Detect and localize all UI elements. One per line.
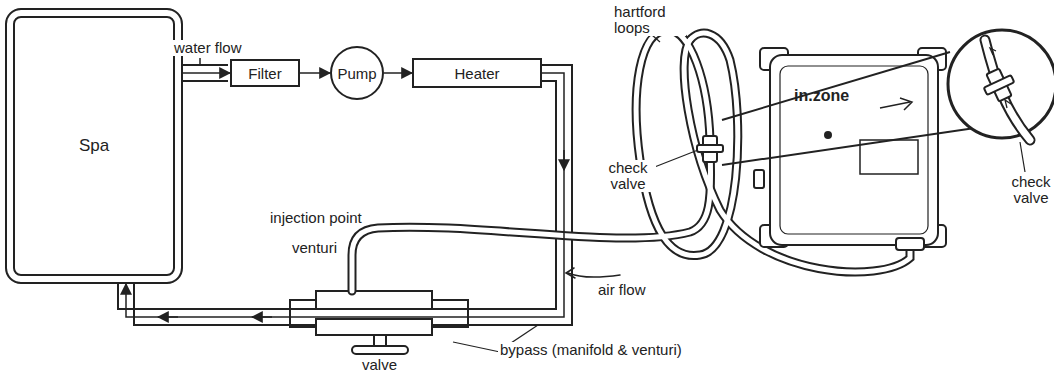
part-label: hartford loops — [612, 4, 686, 36]
bypass-pipe — [290, 300, 468, 327]
flow-label: air flow — [596, 282, 648, 298]
air-flow-arrow — [568, 273, 620, 277]
node-text: Filter — [248, 65, 281, 82]
part-label: venturi — [290, 240, 339, 256]
valve-stem — [374, 335, 386, 346]
part-label: check valve — [1005, 174, 1054, 206]
flow-connector — [384, 72, 412, 74]
brand-logo: in.zone — [792, 88, 851, 104]
leader-line — [453, 342, 500, 352]
spa-tank: Spa — [5, 8, 183, 284]
part-label: check valve — [600, 160, 656, 192]
valve-knob — [352, 346, 408, 354]
node-text: Spa — [79, 136, 109, 156]
flow-connector — [126, 73, 564, 317]
pipe — [118, 81, 556, 309]
part-label: bypass (manifold & venturi) — [498, 342, 684, 358]
magnifier — [948, 30, 1054, 138]
pump-circle: Pump — [330, 46, 384, 100]
filter-box: Filter — [230, 59, 300, 87]
part-label: injection point — [268, 210, 364, 226]
node-text: Pump — [337, 65, 376, 82]
part-label: valve — [360, 357, 399, 373]
flow-connector — [300, 72, 330, 74]
venturi-body — [316, 291, 432, 309]
ozone-device — [754, 48, 946, 250]
node-text: Heater — [454, 65, 499, 82]
flow-connector — [183, 72, 230, 74]
flow-label: water flow — [172, 40, 244, 56]
check-valve — [697, 136, 723, 162]
leader-line — [199, 58, 201, 66]
heater-box: Heater — [412, 58, 542, 88]
valve-body — [316, 319, 432, 335]
